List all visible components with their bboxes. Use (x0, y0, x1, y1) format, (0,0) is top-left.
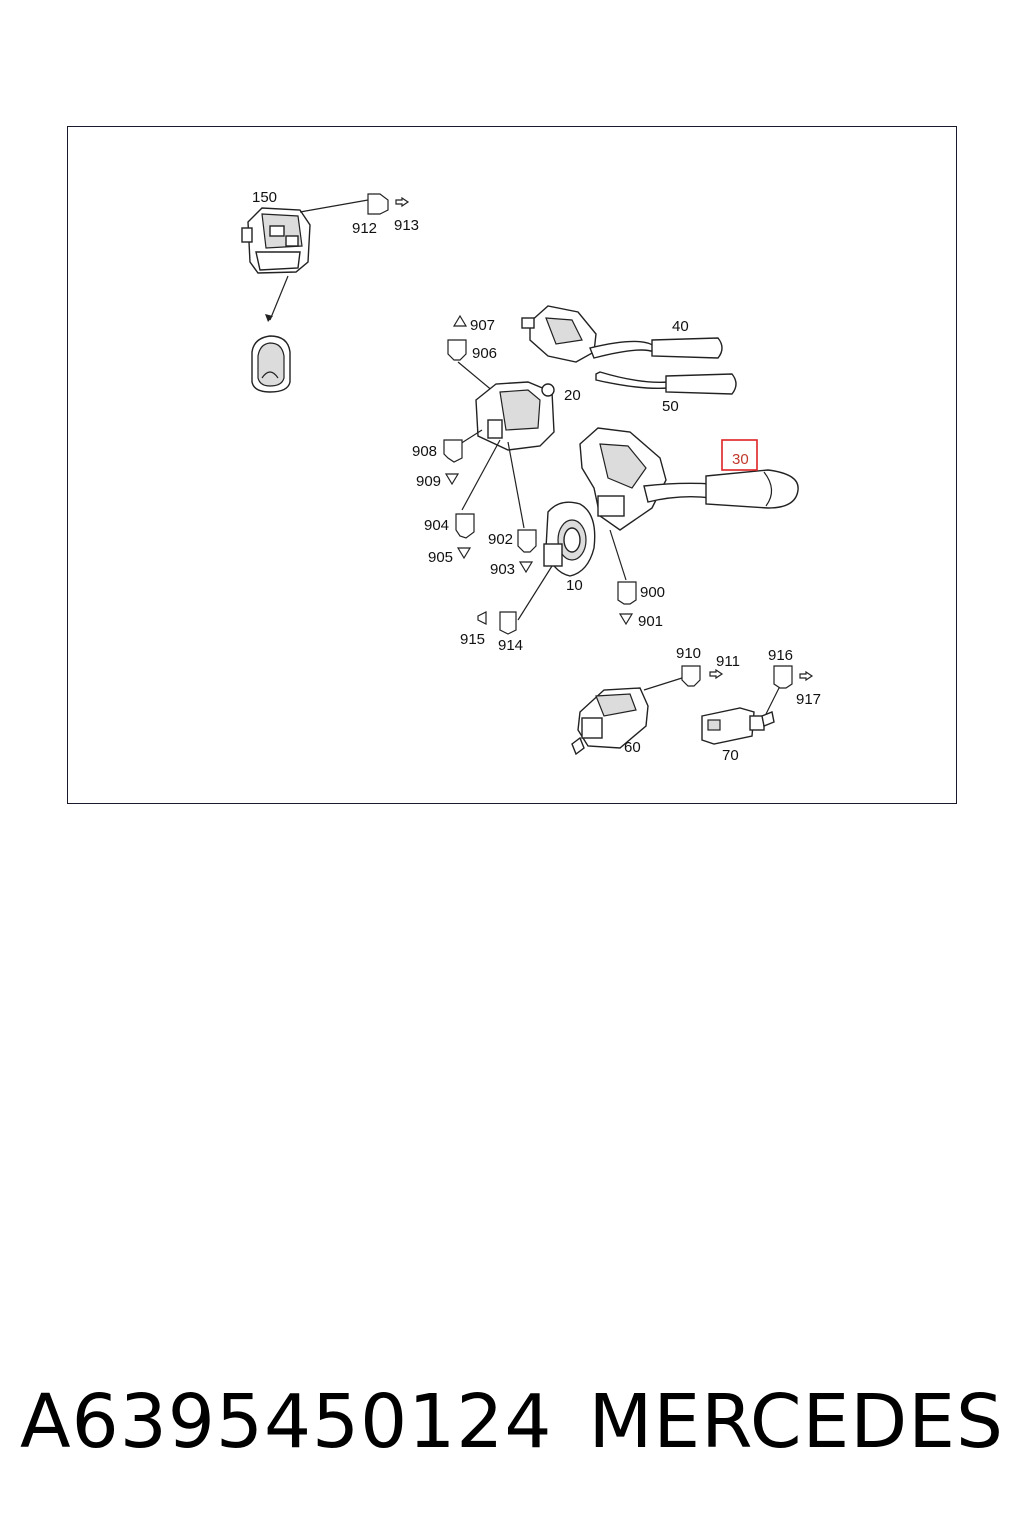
fastener-905-icon (456, 547, 472, 560)
switch-button-cap[interactable] (251, 335, 291, 393)
callout-902[interactable]: 902 (488, 531, 513, 548)
callout-913[interactable]: 913 (394, 217, 419, 234)
fastener-917-icon (799, 670, 814, 682)
callout-60[interactable]: 60 (624, 739, 641, 756)
fastener-908-icon (443, 439, 463, 463)
callout-905[interactable]: 905 (428, 549, 453, 566)
footer: A6395450124 MERCEDES (20, 1372, 1004, 1472)
callout-30[interactable]: 30 (732, 451, 749, 468)
callout-914[interactable]: 914 (498, 637, 523, 654)
fastener-911-icon (709, 668, 724, 680)
fastener-900-icon (617, 581, 637, 605)
leader-150-arrow (269, 275, 289, 321)
diagram-frame (67, 126, 957, 804)
part-150-switch-housing[interactable] (241, 207, 311, 274)
leader-916 (765, 685, 781, 715)
callout-20[interactable]: 20 (564, 387, 581, 404)
part-60-stop-lamp-switch[interactable] (571, 687, 649, 756)
part-40-wiper-switch[interactable] (521, 305, 723, 363)
part-70-sensor-connector[interactable] (701, 707, 775, 745)
part-50-lever[interactable] (595, 371, 737, 395)
sunroof-icon (261, 371, 279, 379)
brand-name: MERCEDES (588, 1379, 1004, 1465)
fastener-916-icon (773, 665, 793, 689)
fastener-910-icon (681, 665, 701, 687)
callout-50[interactable]: 50 (662, 398, 679, 415)
callout-150[interactable]: 150 (252, 189, 277, 206)
callout-915[interactable]: 915 (460, 631, 485, 648)
fastener-902-icon (517, 529, 537, 553)
callout-40[interactable]: 40 (672, 318, 689, 335)
callout-909[interactable]: 909 (416, 473, 441, 490)
leader-904 (461, 439, 501, 511)
callout-904[interactable]: 904 (424, 517, 449, 534)
callout-911[interactable]: 911 (716, 653, 740, 670)
leader-914 (517, 565, 553, 621)
fastener-903-icon (518, 561, 534, 574)
leader-912 (299, 199, 369, 213)
part-number: A6395450124 (20, 1379, 553, 1465)
fastener-914-icon (499, 611, 517, 635)
fastener-901-icon (618, 613, 634, 626)
leader-910 (643, 677, 683, 691)
callout-910[interactable]: 910 (676, 645, 701, 662)
callout-907[interactable]: 907 (470, 317, 495, 334)
callout-903[interactable]: 903 (490, 561, 515, 578)
fastener-904-icon (455, 513, 475, 539)
part-20-switch-module[interactable] (475, 381, 555, 451)
fastener-906-icon (447, 339, 467, 361)
callout-912[interactable]: 912 (352, 220, 377, 237)
callout-906[interactable]: 906 (472, 345, 497, 362)
highlighted-callout-30[interactable]: 30 (721, 439, 758, 471)
highlight-box (721, 439, 758, 471)
leader-906 (457, 361, 495, 393)
arrow-head (265, 314, 273, 322)
fastener-915-icon (477, 611, 487, 625)
callout-901[interactable]: 901 (638, 613, 663, 630)
callout-917[interactable]: 917 (796, 691, 821, 708)
part-10-clock-spring[interactable] (543, 501, 596, 577)
callout-900[interactable]: 900 (640, 584, 665, 601)
callout-10[interactable]: 10 (566, 577, 583, 594)
callout-908[interactable]: 908 (412, 443, 437, 460)
leader-908 (459, 429, 483, 445)
callout-70[interactable]: 70 (722, 747, 739, 764)
fastener-909-icon (444, 473, 460, 486)
part-30-combination-switch[interactable] (579, 427, 799, 531)
fastener-912-icon (367, 193, 389, 215)
fastener-907-icon (452, 314, 468, 327)
fastener-913-icon (395, 196, 410, 208)
callout-916[interactable]: 916 (768, 647, 793, 664)
leader-902 (507, 441, 525, 529)
leader-900 (609, 529, 627, 581)
